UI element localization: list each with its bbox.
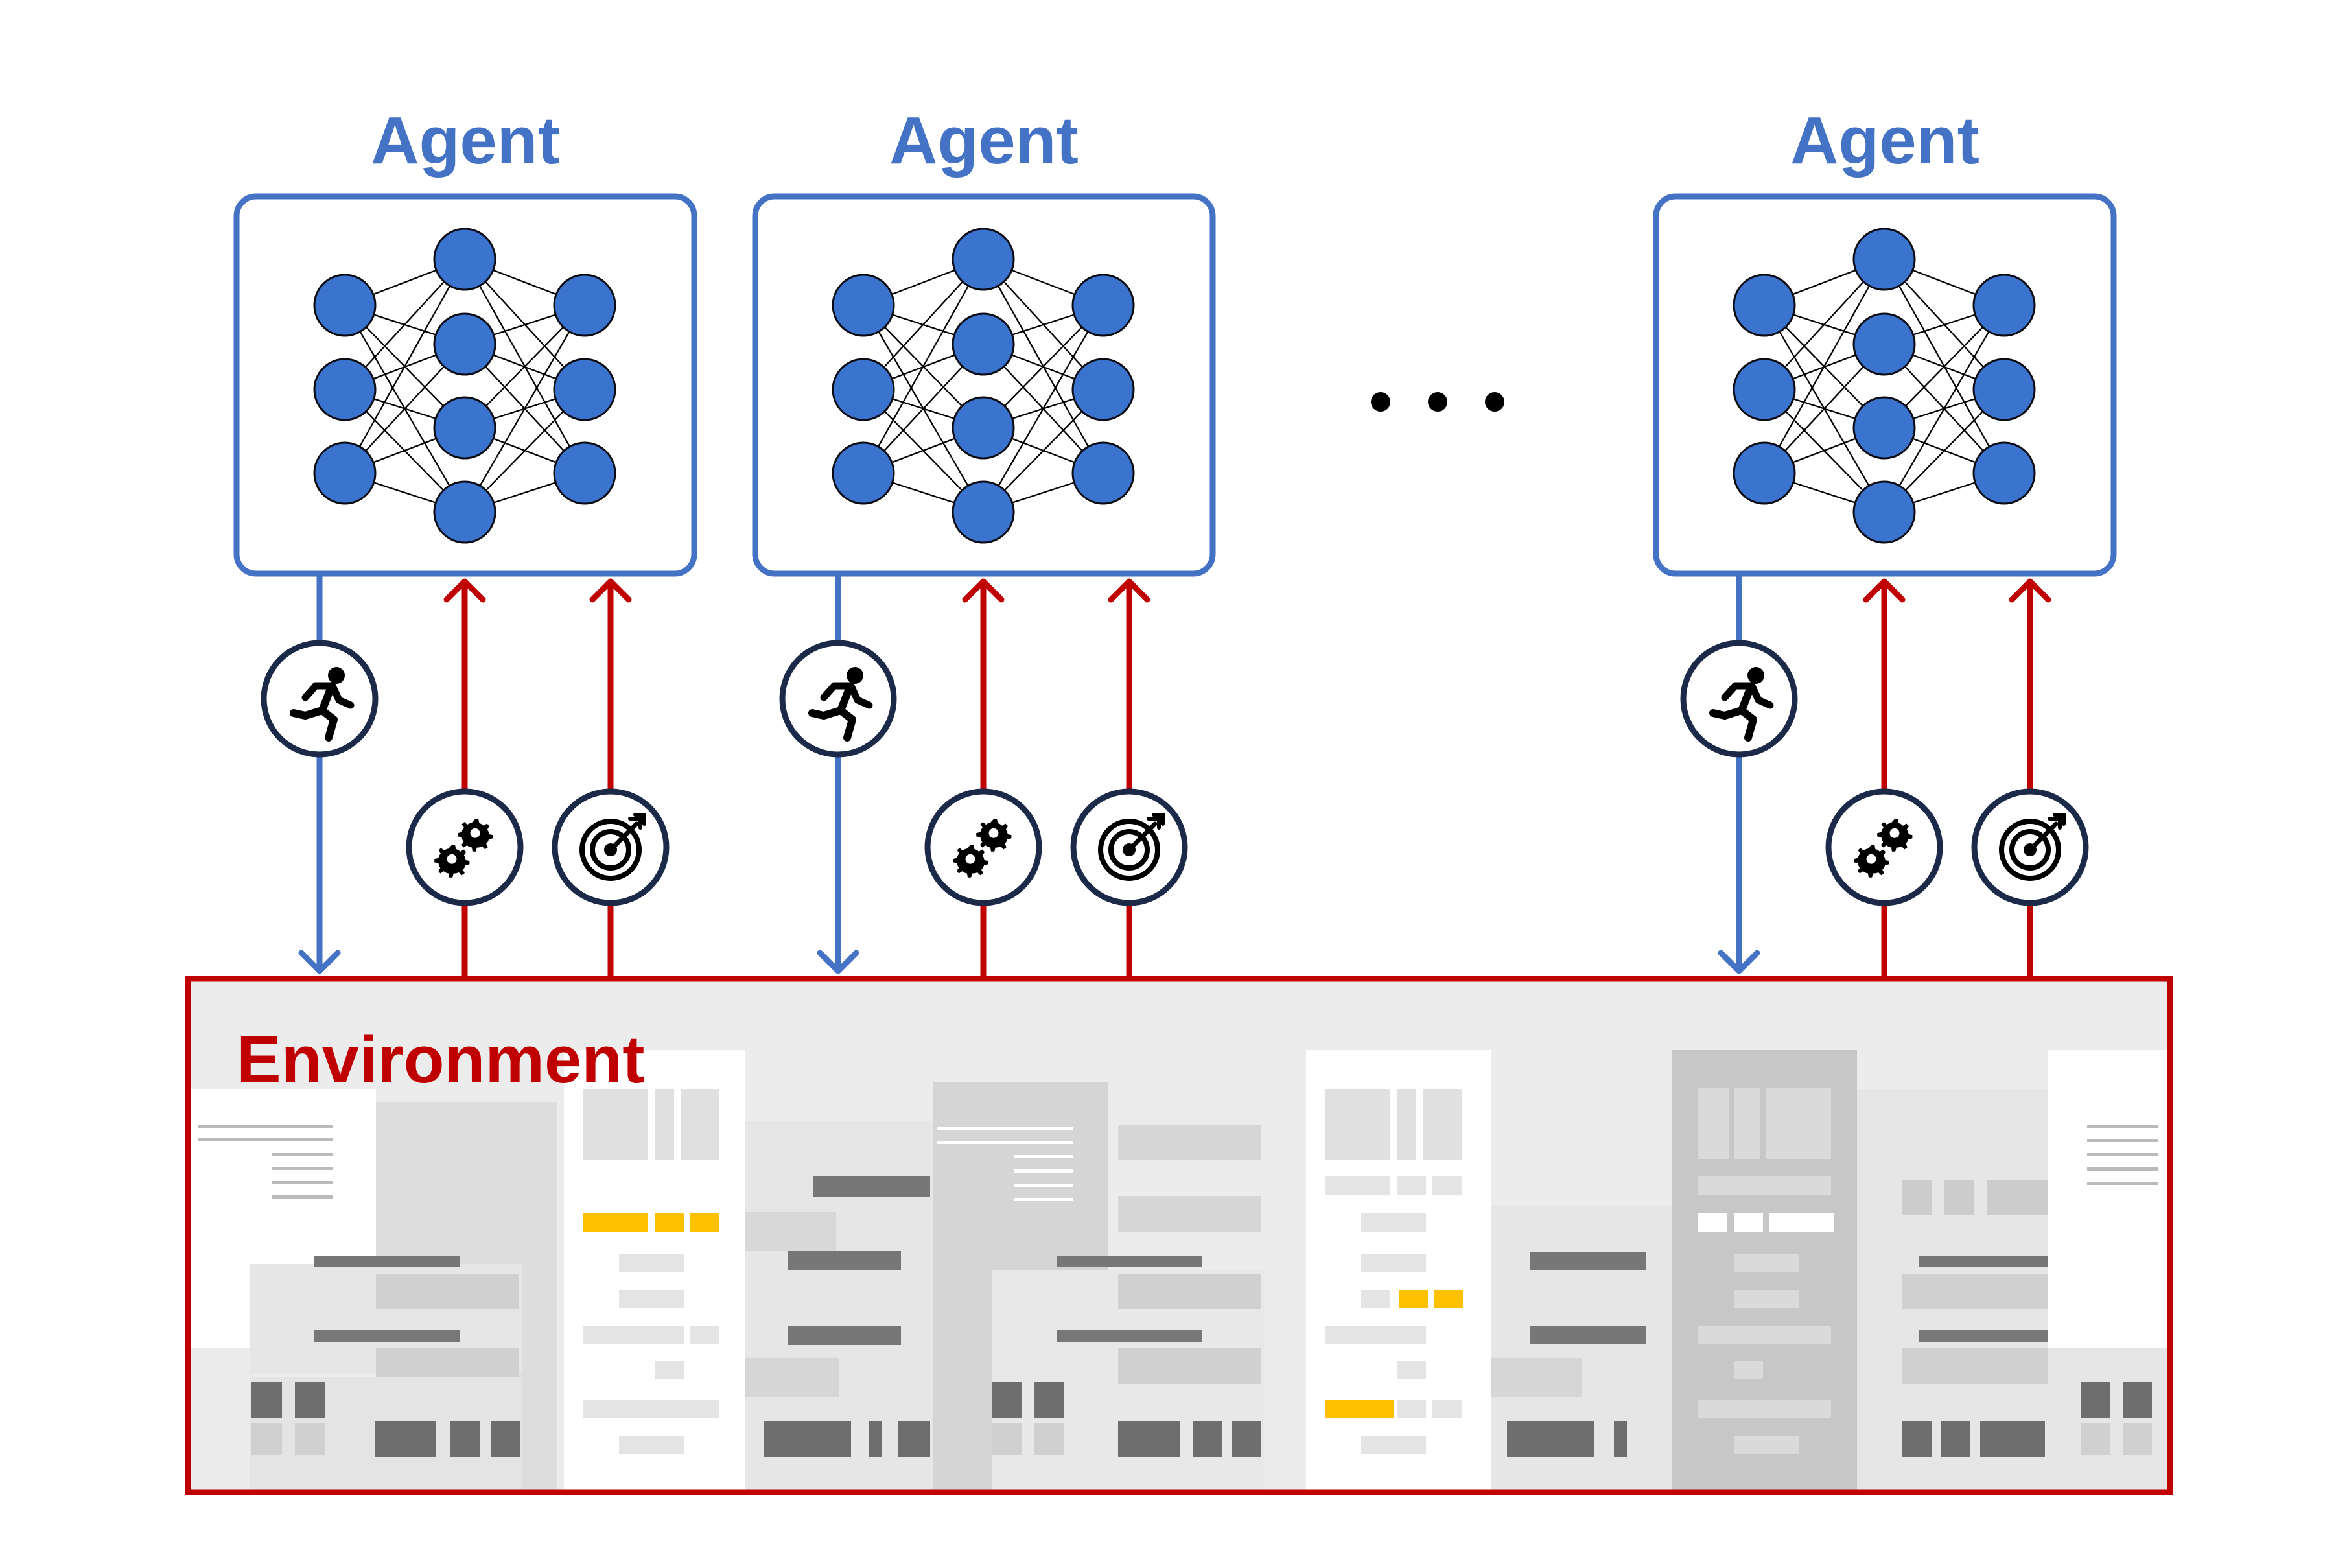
action-badge	[779, 640, 897, 758]
agent-label: Agent	[371, 103, 560, 178]
action-badge	[261, 640, 379, 758]
network-node	[1071, 358, 1135, 421]
agent-label: Agent	[889, 103, 1079, 178]
gears-icon	[953, 819, 1012, 878]
network-node	[1972, 441, 2036, 505]
network-node	[832, 358, 895, 421]
agent-1: Agent	[233, 103, 697, 979]
network-node	[1972, 358, 2036, 421]
agent-3: Agent	[1653, 103, 2117, 979]
network-node	[313, 358, 377, 421]
network-node	[433, 312, 496, 376]
network-node	[553, 274, 616, 337]
arrowhead	[2009, 578, 2051, 603]
action-badge	[1680, 640, 1798, 758]
arrowhead	[589, 578, 632, 603]
neural-network-icon	[313, 228, 616, 544]
network-node	[952, 228, 1015, 291]
network-node	[1733, 441, 1796, 505]
environment-label: Environment	[237, 1022, 645, 1097]
state-badge	[1825, 788, 1943, 906]
network-node	[1733, 274, 1796, 337]
network-node	[1852, 396, 1916, 460]
neural-network-icon	[1733, 228, 2036, 544]
network-node	[832, 441, 895, 505]
ellipsis-dots	[1371, 392, 1504, 412]
network-node	[952, 480, 1015, 544]
network-node	[313, 274, 377, 337]
network-node	[1071, 441, 1135, 505]
gears-icon	[1854, 819, 1913, 878]
network-node	[553, 358, 616, 421]
target-icon	[1999, 813, 2066, 881]
network-node	[313, 441, 377, 505]
network-node	[1733, 358, 1796, 421]
network-node	[832, 274, 895, 337]
arrowhead	[962, 578, 1005, 603]
environment-backdrop	[188, 979, 2170, 1492]
arrowhead	[817, 950, 859, 974]
environment-box	[185, 976, 2173, 1495]
target-icon	[579, 813, 646, 881]
state-badge	[406, 788, 524, 906]
arrowhead	[1863, 578, 1906, 603]
network-node	[1852, 480, 1916, 544]
network-node	[433, 480, 496, 544]
target-icon	[1098, 813, 1165, 881]
network-node	[1071, 274, 1135, 337]
arrowhead	[1108, 578, 1150, 603]
arrowhead	[1718, 950, 1760, 974]
network-node	[433, 396, 496, 460]
running-person-icon	[808, 667, 873, 742]
gears-icon	[434, 819, 493, 878]
network-node	[1972, 274, 2036, 337]
agent-label: Agent	[1790, 103, 1979, 178]
running-person-icon	[290, 667, 355, 742]
network-node	[952, 396, 1015, 460]
network-node	[433, 228, 496, 291]
running-person-icon	[1709, 667, 1774, 742]
arrowhead	[298, 950, 341, 974]
agent-2: Agent	[752, 103, 1216, 979]
neural-network-icon	[832, 228, 1135, 544]
network-node	[553, 441, 616, 505]
network-node	[1852, 312, 1916, 376]
state-badge	[924, 788, 1042, 906]
network-node	[1852, 228, 1916, 291]
network-node	[952, 312, 1015, 376]
arrowhead	[443, 578, 486, 603]
